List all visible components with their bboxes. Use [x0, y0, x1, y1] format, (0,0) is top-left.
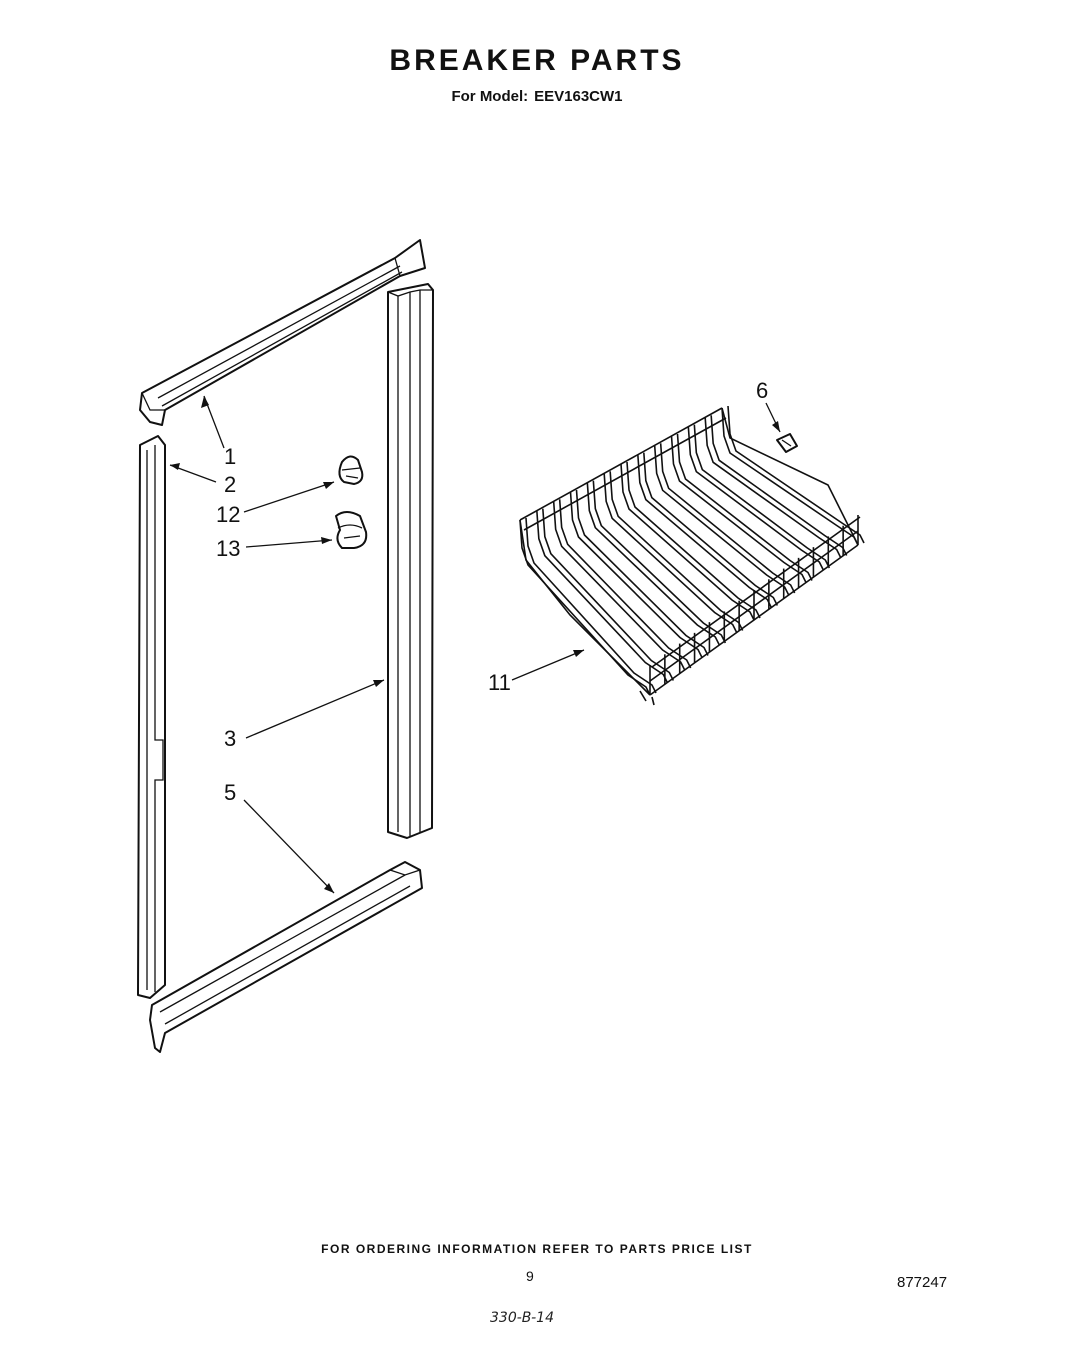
- basket-wire: [637, 454, 773, 608]
- basket-wire: [670, 435, 807, 583]
- callout-5: 5: [224, 780, 237, 805]
- basket-wire: [676, 433, 813, 581]
- basket-wire: [552, 501, 686, 671]
- leader-13: [245, 539, 333, 548]
- leader-lines: [169, 395, 781, 894]
- basket-wire: [519, 519, 651, 696]
- leader-5: [243, 799, 335, 894]
- bottom-breaker-part: [149, 861, 423, 1053]
- basket-wire: [653, 445, 790, 596]
- clip-12-part: [338, 455, 364, 485]
- basket-wire: [592, 480, 727, 644]
- basket-wire: [569, 491, 703, 658]
- callout-11: 11: [488, 670, 511, 695]
- page-title: BREAKER PARTS: [389, 44, 685, 77]
- basket-wire: [727, 405, 865, 544]
- basket-wire: [542, 508, 675, 681]
- basket-wire: [536, 510, 669, 683]
- basket-wire: [525, 517, 657, 694]
- model-number: EEV163CW1: [534, 88, 623, 105]
- leader-11: [511, 649, 585, 681]
- basket-wire: [639, 690, 647, 702]
- top-breaker-part: [139, 239, 426, 426]
- basket-wire: [620, 463, 755, 621]
- leader-3: [245, 679, 385, 739]
- basket-wire: [575, 489, 709, 656]
- leader-12: [243, 481, 335, 513]
- basket-wire: [721, 407, 859, 546]
- basket-wire: [643, 452, 779, 606]
- callout-12: 12: [216, 502, 241, 527]
- basket-wire: [693, 424, 831, 569]
- callout-6: 6: [756, 378, 769, 403]
- handwritten-note: 330-B-14: [490, 1310, 554, 1326]
- ordering-note: FOR ORDERING INFORMATION REFER TO PARTS …: [321, 1242, 753, 1256]
- model-line: For Model: EEV163CW1: [0, 88, 1074, 105]
- basket-wire: [651, 516, 861, 668]
- basket-wire: [586, 482, 721, 646]
- basket-wire: [704, 417, 842, 558]
- callout-3: 3: [224, 726, 237, 751]
- right-breaker-part: [387, 283, 434, 839]
- basket-wire: [558, 499, 692, 669]
- callout-13: 13: [216, 536, 241, 561]
- basket-wire: [519, 519, 651, 696]
- left-breaker-part: [137, 435, 166, 999]
- basket-wire: [523, 417, 727, 531]
- model-prefix: For Model:: [451, 88, 529, 105]
- page-number: 9: [526, 1268, 534, 1284]
- callout-2: 2: [224, 472, 237, 497]
- basket-wire: [519, 407, 723, 521]
- basket-wire: [659, 443, 796, 594]
- basket-wire: [651, 696, 655, 706]
- document-number: 877247: [897, 1274, 948, 1291]
- clip-6-part: [776, 433, 798, 453]
- wire-basket-part: [519, 405, 865, 706]
- basket-wire: [687, 426, 825, 571]
- basket-wire: [626, 461, 761, 619]
- basket-wire: [603, 473, 738, 633]
- clip-13-part: [335, 511, 368, 549]
- callout-1: 1: [224, 444, 237, 469]
